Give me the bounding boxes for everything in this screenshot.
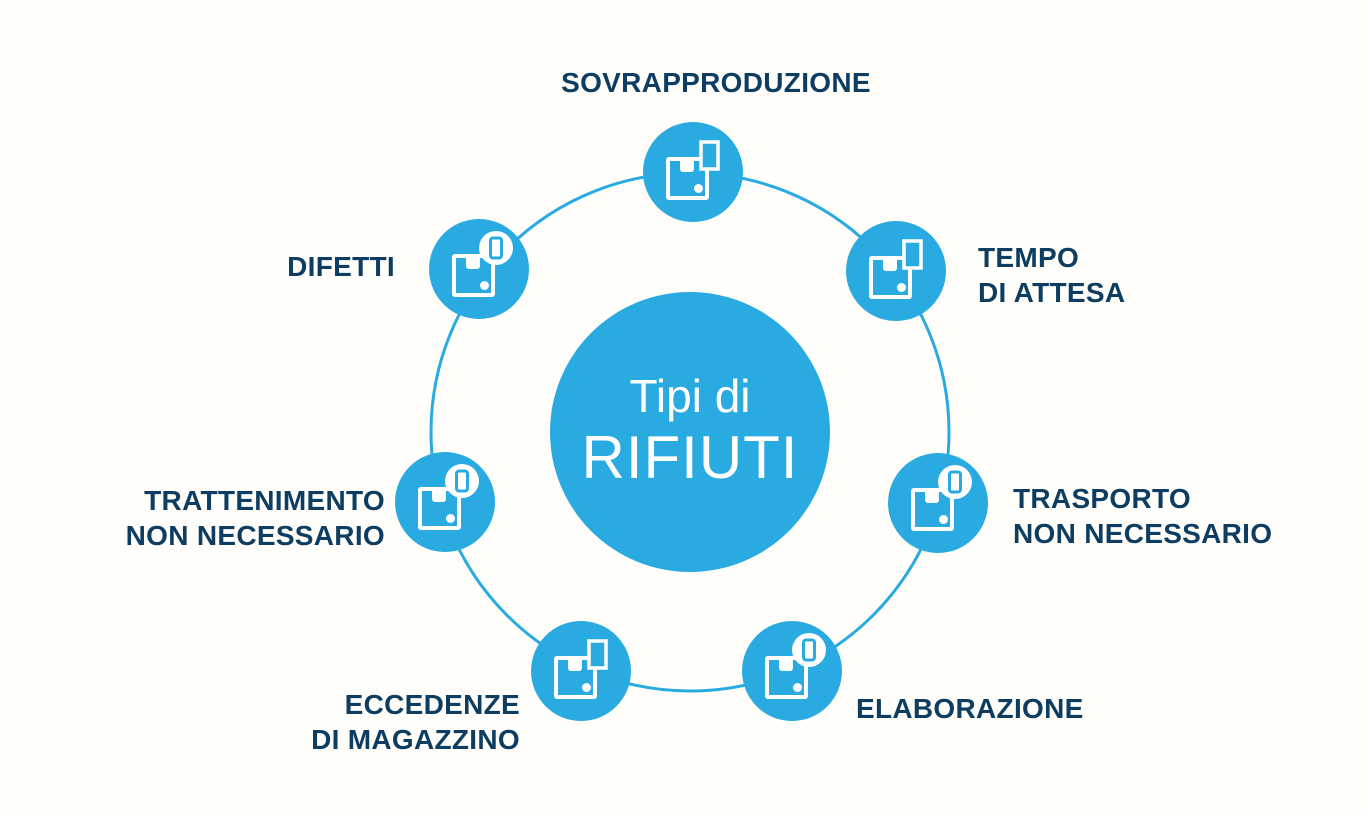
node-trasporto-non-necessario [888, 453, 988, 553]
package-with-tag-icon [554, 639, 608, 699]
label-elaborazione: ELABORAZIONE [856, 693, 1084, 724]
node-eccedenze-di-magazzino [531, 621, 631, 721]
package-with-badge-icon [418, 462, 481, 530]
label-sovrapproduzione: SOVRAPPRODUZIONE [561, 67, 871, 98]
node-sovrapproduzione [643, 122, 743, 222]
label-trasporto-non-necessario: TRASPORTO NON NECESSARIO [1013, 483, 1273, 549]
label-eccedenze-di-magazzino: ECCEDENZE DI MAGAZZINO [311, 689, 520, 755]
package-with-badge-icon [765, 631, 828, 699]
label-difetti: DIFETTI [287, 251, 395, 282]
node-elaborazione [742, 621, 842, 721]
package-with-tag-icon [666, 140, 720, 200]
node-tempo-di-attesa [846, 221, 946, 321]
package-with-badge-icon [452, 229, 515, 297]
label-trattenimento-non-necessario: TRATTENIMENTO NON NECESSARIO [125, 485, 385, 551]
center-title-line1: Tipi di [629, 369, 751, 422]
package-with-tag-icon [869, 239, 923, 299]
package-with-badge-icon [911, 463, 974, 531]
label-tempo-di-attesa: TEMPO DI ATTESA [978, 242, 1126, 308]
center-circle: Tipi di RIFIUTI [550, 292, 830, 572]
node-difetti [429, 219, 529, 319]
center-title-line2: RIFIUTI [581, 424, 799, 492]
node-trattenimento-non-necessario [395, 452, 495, 552]
